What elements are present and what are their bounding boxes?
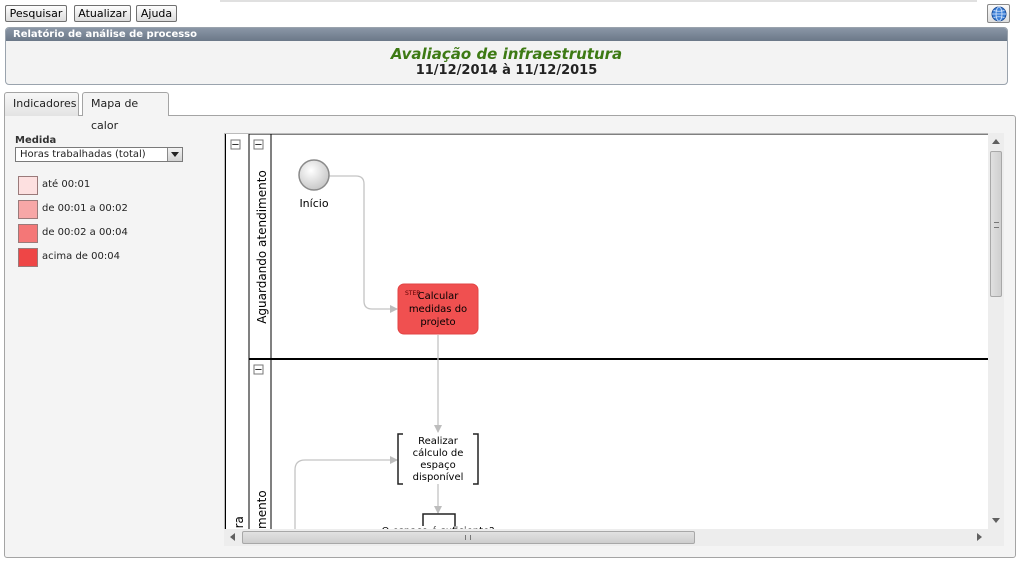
svg-text:−: −	[254, 140, 262, 151]
toolbar-divider	[220, 0, 977, 2]
medida-select[interactable]: Horas trabalhadas (total)	[15, 147, 183, 162]
report-panel: Relatório de análise de processo Avaliaç…	[5, 27, 1008, 85]
svg-text:−: −	[231, 140, 239, 151]
legend-label: até 00:01	[42, 179, 91, 190]
vertical-scrollbar[interactable]	[988, 133, 1004, 529]
refresh-button[interactable]: Atualizar	[74, 5, 131, 22]
tab-indicadores[interactable]: Indicadores	[4, 92, 79, 116]
task-realizar-calculo[interactable]: Realizar cálculo de espaço disponível	[397, 433, 479, 485]
task-heat-fill	[397, 283, 479, 335]
process-diagram: − − − Aguardando atendimento mento ura I…	[225, 134, 1003, 545]
medida-label: Medida	[15, 135, 57, 146]
task-step-tag: STEP	[405, 290, 420, 297]
tab-mapa-de-calor[interactable]: Mapa de calor	[82, 92, 169, 132]
legend-swatch	[18, 224, 38, 243]
report-title: Avaliação de infraestrutura	[390, 45, 623, 63]
report-date-range: 11/12/2014 à 11/12/2015	[415, 63, 598, 78]
lane-label-partial: mento	[255, 490, 269, 529]
medida-selected-value: Horas trabalhadas (total)	[20, 149, 146, 160]
svg-text:−: −	[254, 365, 262, 376]
vertical-scroll-thumb[interactable]	[990, 151, 1002, 297]
legend-label: de 00:01 a 00:02	[42, 203, 128, 214]
report-header: Relatório de análise de processo	[6, 28, 1007, 41]
task-label-line: medidas do	[409, 304, 467, 315]
search-button[interactable]: Pesquisar	[5, 5, 67, 22]
task-label-line: Realizar	[418, 436, 459, 447]
legend-swatch	[18, 176, 38, 195]
lane-collapse-button[interactable]: −	[253, 139, 264, 151]
sequence-flow	[294, 456, 398, 545]
scroll-down-arrow-icon[interactable]	[992, 518, 1000, 523]
legend-label: acima de 00:04	[42, 251, 120, 262]
start-event-label: Início	[299, 197, 328, 210]
globe-help-button[interactable]	[987, 4, 1010, 23]
legend-label: de 00:02 a 00:04	[42, 227, 128, 238]
horizontal-scroll-thumb[interactable]	[242, 531, 695, 544]
help-button[interactable]: Ajuda	[136, 5, 177, 22]
grip-icon	[465, 535, 471, 540]
horizontal-scrollbar[interactable]	[224, 529, 988, 546]
scroll-up-arrow-icon[interactable]	[992, 139, 1000, 144]
task-bracket	[397, 433, 479, 485]
task-label-line: projeto	[420, 317, 455, 328]
globe-help-icon	[991, 6, 1007, 22]
scrollbar-corner	[988, 529, 1004, 546]
lane-collapse-button[interactable]: −	[253, 364, 264, 376]
legend-swatch	[18, 200, 38, 219]
task-label-line: Calcular	[418, 291, 460, 302]
sequence-flow	[329, 175, 398, 313]
grip-icon	[994, 222, 999, 228]
pool-collapse-button[interactable]: −	[230, 139, 241, 151]
scroll-right-arrow-icon[interactable]	[977, 533, 982, 541]
task-label-line: espaço	[420, 460, 455, 471]
process-diagram-canvas[interactable]: − − − Aguardando atendimento mento ura I…	[224, 133, 1004, 546]
task-label-line: cálculo de	[413, 447, 464, 459]
legend-swatch	[18, 248, 38, 267]
scroll-left-arrow-icon[interactable]	[230, 533, 235, 541]
task-label-line: disponível	[413, 471, 464, 483]
start-event[interactable]	[298, 159, 330, 191]
lane-label-aguardando: Aguardando atendimento	[255, 170, 269, 324]
chevron-down-icon[interactable]	[167, 148, 182, 161]
task-calcular-medidas[interactable]: STEP Calcular medidas do projeto	[397, 283, 479, 335]
